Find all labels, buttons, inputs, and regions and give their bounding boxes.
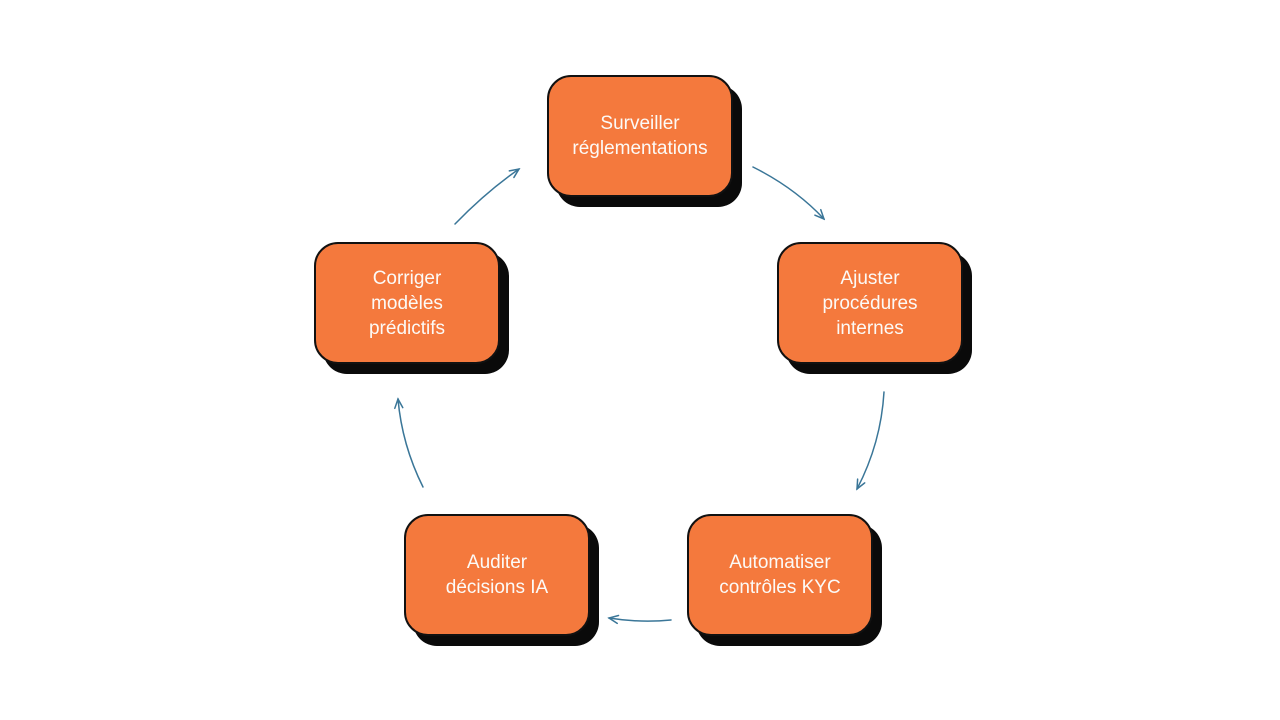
node-label: Surveiller réglementations (572, 113, 708, 159)
node-automatiser-controles-kyc: Automatiser contrôles KYC (687, 514, 873, 636)
node-corriger-modeles-predictifs: Corriger modèles prédictifs (314, 242, 500, 364)
node-auditer-decisions-ia: Auditer décisions IA (404, 514, 590, 636)
arrow-top-to-right-icon (752, 166, 824, 219)
node-label: Auditer décisions IA (445, 552, 549, 598)
arrow-bottom-left-to-left-icon (398, 399, 424, 488)
node-label: Corriger modèles prédictifs (368, 267, 446, 339)
arrow-left-to-top-icon (454, 169, 519, 225)
node-label: Ajuster procédures internes (822, 267, 918, 339)
node-label: Automatiser contrôles KYC (719, 552, 841, 598)
arrow-right-to-bottom-right-icon (857, 391, 885, 489)
node-surveiller-reglementations: Surveiller réglementations (547, 75, 733, 197)
arrow-bottom-right-to-bottom-left-icon (609, 618, 672, 621)
node-ajuster-procedures-internes: Ajuster procédures internes (777, 242, 963, 364)
